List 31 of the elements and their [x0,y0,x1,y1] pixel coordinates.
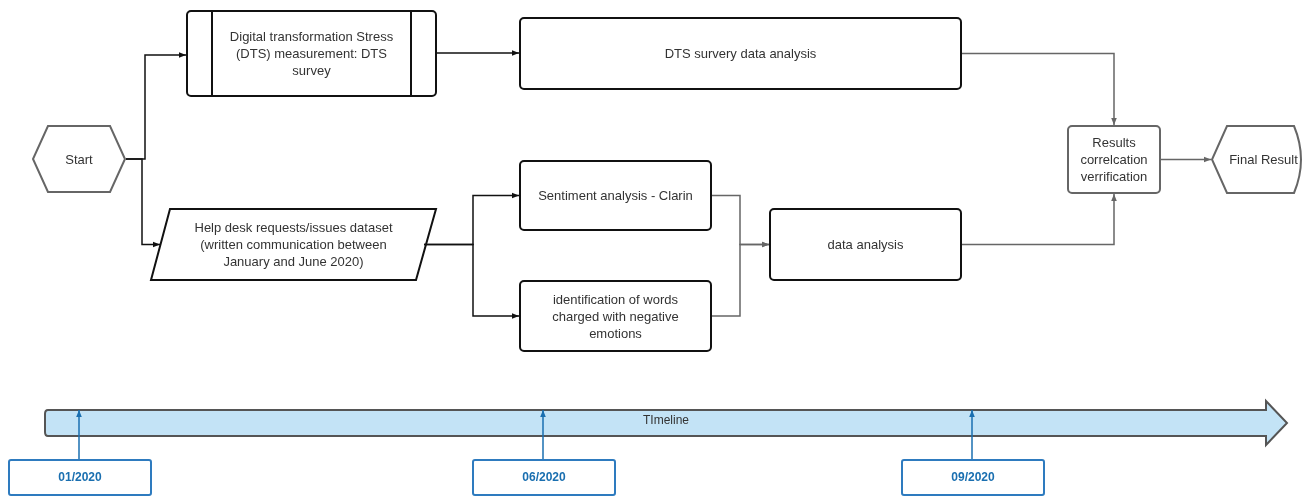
process-box [1067,125,1161,194]
arrow [436,50,520,56]
node-label: TImeline [643,412,689,429]
node-label: Results correlcation verrification [1079,134,1149,185]
process-box [519,160,712,231]
arrow [961,193,1117,246]
process-box [186,10,437,97]
timeline-arrow [44,400,1288,446]
date-label: 06/2020 [522,469,566,486]
process-box [519,280,712,352]
arrow [961,52,1117,126]
arrow [711,241,770,317]
date-box [8,459,152,496]
start-hexagon [32,125,126,193]
process-box [769,208,962,281]
data-parallelogram [150,208,437,281]
node-label: Sentiment analysis - Clarin [538,187,693,204]
node-label: identification of words charged with negative emotions [551,290,680,342]
node-label: Digital transformation Stress (DTS) measurement: DTS survey [228,28,395,79]
node-label: Start [65,150,93,168]
node-label: data analysis [827,236,904,253]
arrow [125,158,161,248]
arrow [1160,156,1212,163]
process-box [519,17,962,90]
node-label: Final Result [1229,151,1298,168]
date-label: 01/2020 [58,469,102,486]
date-box [472,459,616,496]
date-label: 09/2020 [951,469,995,486]
node-label: DTS survery data analysis [664,45,817,62]
date-box [901,459,1045,496]
node-label: Help desk requests/issues dataset (written communication between January and June 2020) [193,219,394,270]
